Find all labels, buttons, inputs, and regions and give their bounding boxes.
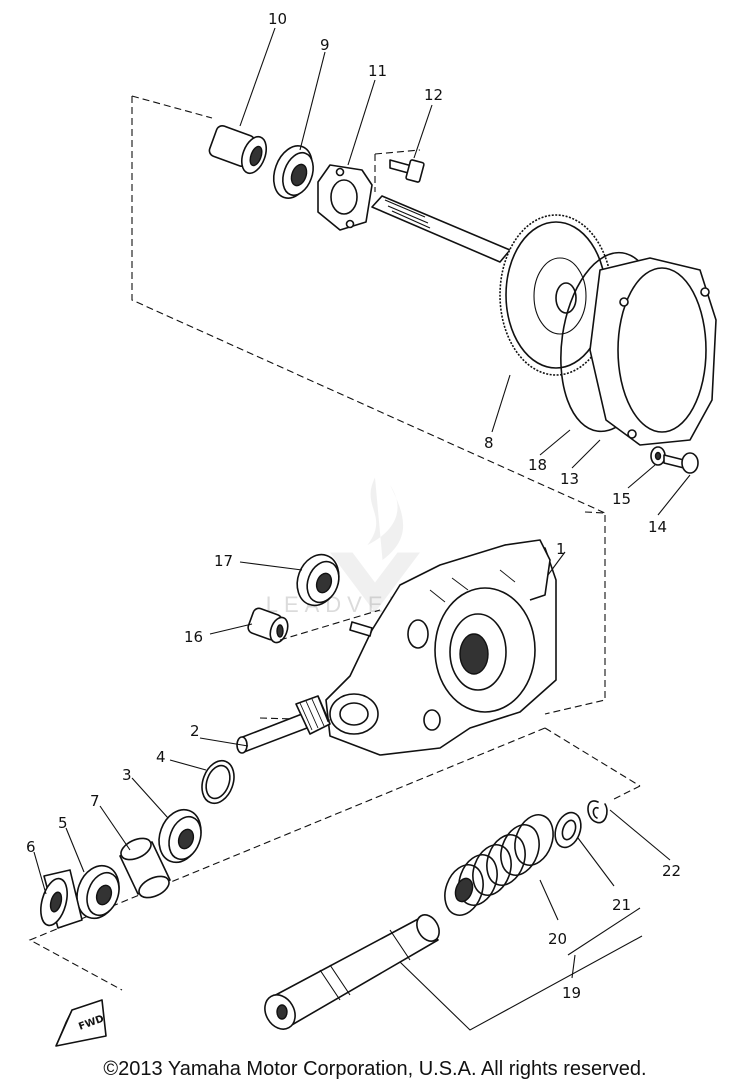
copyright-notice: ©2013 Yamaha Motor Corporation, U.S.A. A… [103,1058,647,1080]
part-10-collar [208,125,268,175]
part-22-circlip [587,800,608,824]
callout-2: 2 [190,722,200,740]
callout-7: 7 [90,792,100,810]
part-16-oil-seal [247,607,289,644]
callout-9: 9 [320,36,330,54]
part-17-bearing [296,553,340,607]
part-3-bearing [158,808,202,864]
callout-20: 20 [548,930,567,948]
callout-15: 15 [612,490,631,508]
callout-8: 8 [484,434,494,452]
callout-1: 1 [556,540,566,558]
leader-lines [33,27,691,1031]
leadventure-watermark-logo [330,477,420,613]
seal-guide-line [279,609,381,641]
part-15-washer [650,446,666,466]
part-8-shaft [371,195,511,263]
part-7-collar [119,837,171,899]
part-12-bolt [389,159,425,183]
part-4-shim [201,759,235,805]
callout-12: 12 [424,86,443,104]
callout-17: 17 [214,552,233,570]
part-1-gear-case [325,539,557,756]
callout-4: 4 [156,748,166,766]
callout-11: 11 [368,62,387,80]
part-5-bearing [76,864,120,920]
callout-5: 5 [58,814,68,832]
callout-3: 3 [122,766,132,784]
callout-10: 10 [268,10,287,28]
part-20-spring [444,814,554,916]
part-14-bolt [663,452,699,474]
forward-direction-arrow: FWD [55,999,107,1047]
callout-21: 21 [612,896,631,914]
part-13-cover [589,257,717,446]
callout-22: 22 [662,862,681,880]
callout-18: 18 [528,456,547,474]
callout-19: 19 [562,984,581,1002]
callout-13: 13 [560,470,579,488]
part-6-oil-seal [40,869,83,929]
part-21-washer [554,811,582,849]
part-2-pinion-shaft [236,695,331,754]
upper-assembly-frame [131,95,606,715]
part-11-retainer-plate [317,164,373,231]
callout-6: 6 [26,838,36,856]
callout-16: 16 [184,628,203,646]
callout-labels: 10 9 11 12 8 18 13 15 14 17 1 16 2 4 3 7… [26,10,681,1002]
part-9-bearing [272,145,314,199]
part-8-driven-gear [499,214,613,376]
part-19-shaft [264,914,440,1030]
callout-14: 14 [648,518,667,536]
